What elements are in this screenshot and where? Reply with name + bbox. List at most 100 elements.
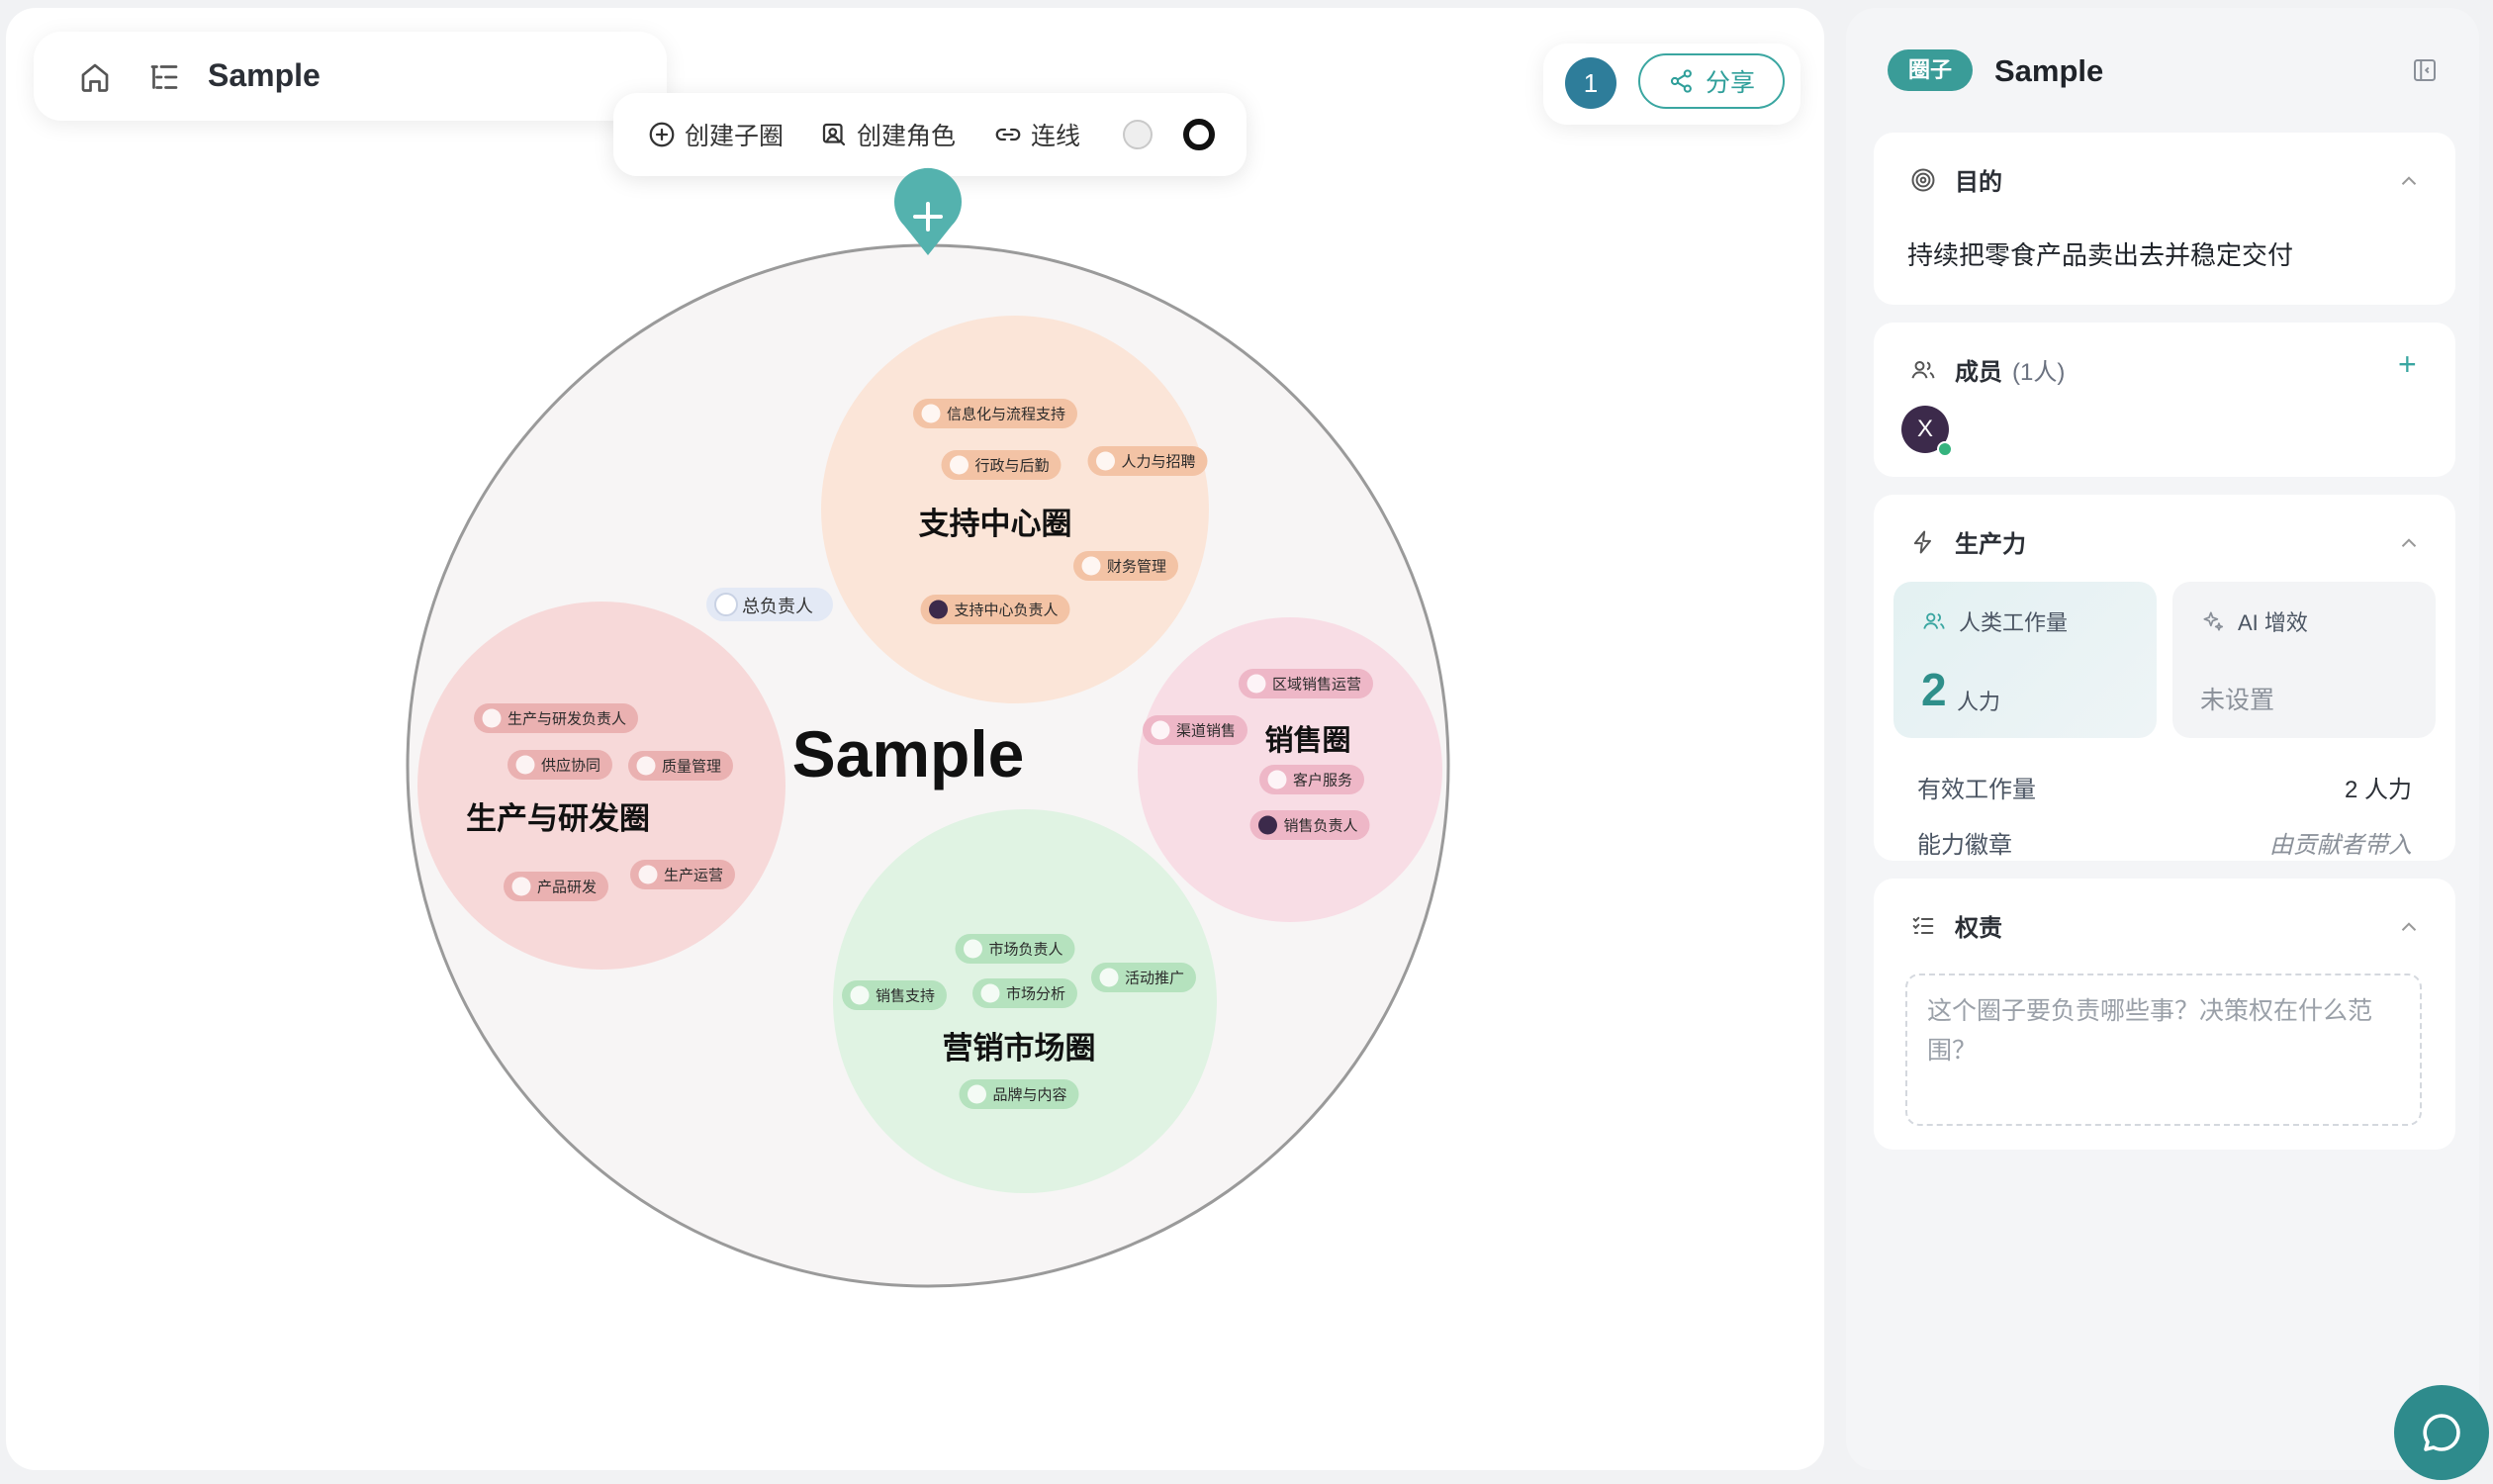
- authority-textarea[interactable]: 这个圈子要负责哪些事？决策权在什么范围？: [1905, 974, 2422, 1126]
- human-workload-value: 2: [1921, 664, 1947, 715]
- role-chip[interactable]: 财务管理: [1073, 551, 1178, 581]
- home-icon[interactable]: [77, 59, 113, 95]
- human-workload-card[interactable]: 人类工作量 2 人力: [1893, 582, 2157, 738]
- svg-text:总负责人: 总负责人: [742, 597, 813, 616]
- sub-circle-title: 支持中心圈: [919, 507, 1072, 541]
- outline-list-icon[interactable]: [146, 59, 182, 95]
- role-chip[interactable]: 活动推广: [1091, 963, 1196, 992]
- root-title: Sample: [792, 717, 1025, 790]
- purpose-heading: 目的: [1909, 162, 2002, 197]
- role-chip[interactable]: 品牌与内容: [959, 1079, 1079, 1109]
- users-icon: [1911, 360, 1935, 378]
- role-chip[interactable]: 销售负责人: [1249, 810, 1370, 840]
- role-chip-label: 市场分析: [1006, 986, 1065, 1003]
- sub-circle-title: 销售圈: [1264, 724, 1350, 757]
- users-icon: [1923, 612, 1945, 629]
- chat-button[interactable]: [2394, 1385, 2489, 1480]
- role-chip[interactable]: 信息化与流程支持: [913, 399, 1077, 428]
- role-chip-label: 质量管理: [662, 759, 721, 776]
- page-title: Sample: [208, 57, 321, 93]
- role-chip[interactable]: 生产运营: [630, 860, 735, 889]
- create-sub-circle-button[interactable]: 创建子圈: [647, 117, 784, 152]
- role-avatar: [1246, 674, 1266, 694]
- role-chip-label: 客户服务: [1293, 773, 1352, 789]
- chevron-up-icon[interactable]: [2396, 530, 2422, 556]
- members-heading: 成员 (1人): [1909, 352, 2065, 387]
- role-chip[interactable]: 市场分析: [972, 978, 1077, 1008]
- role-avatar: [980, 983, 1000, 1003]
- role-avatar: [1267, 770, 1287, 789]
- add-member-button[interactable]: +: [2398, 346, 2417, 382]
- authority-card: 权责 这个圈子要负责哪些事？决策权在什么范围？: [1874, 879, 2455, 1150]
- role-avatar: [511, 877, 531, 896]
- effective-workload-label: 有效工作量: [1917, 777, 2036, 803]
- role-chip[interactable]: 生产与研发负责人: [474, 703, 638, 733]
- role-chip-label: 产品研发: [537, 880, 597, 896]
- target-icon: [1911, 168, 1935, 191]
- panel-title: Sample: [1994, 53, 2104, 88]
- plus-circle-icon: [649, 122, 675, 147]
- role-chip-label: 财务管理: [1107, 559, 1166, 576]
- create-role-button[interactable]: 创建角色: [819, 117, 956, 152]
- purpose-card: 目的 持续把零食产品卖出去并稳定交付: [1874, 133, 2455, 305]
- role-chip[interactable]: 市场负责人: [955, 934, 1075, 964]
- role-chip-label: 销售负责人: [1284, 818, 1358, 835]
- checklist-icon: [1912, 916, 1934, 934]
- role-avatar: [638, 865, 658, 884]
- details-panel: 圈子 Sample 目的 持续把零食产品卖出去并稳定交付 成员 (1人) + X…: [1846, 8, 2479, 1470]
- capability-badge-label: 能力徽章: [1917, 832, 2012, 859]
- role-chip[interactable]: 渠道销售: [1143, 715, 1247, 745]
- role-chip-label: 供应协同: [541, 757, 600, 775]
- panel-collapse-icon[interactable]: [2410, 55, 2440, 85]
- role-chip-label: 信息化与流程支持: [947, 407, 1065, 423]
- role-chip-label: 生产运营: [664, 868, 723, 884]
- marketing-circle[interactable]: 营销市场圈市场负责人活动推广销售支持市场分析品牌与内容: [833, 809, 1217, 1193]
- connect-button[interactable]: 连线: [993, 117, 1080, 152]
- role-chip-label: 销售支持: [876, 988, 935, 1005]
- root-lead-chip[interactable]: 总负责人: [706, 588, 833, 621]
- role-chip[interactable]: 区域销售运营: [1239, 669, 1373, 698]
- productivity-heading: 生产力: [1909, 524, 2026, 559]
- purpose-text[interactable]: 持续把零食产品卖出去并稳定交付: [1907, 240, 2294, 270]
- light-color-swatch[interactable]: [1120, 117, 1155, 152]
- top-nav-bar: Sample: [34, 32, 667, 121]
- canvas[interactable]: Sample 创建子圈 创建角色 连线 1 分享 Sampl: [6, 8, 1824, 1470]
- role-chip[interactable]: 客户服务: [1259, 765, 1364, 794]
- role-chip[interactable]: 质量管理: [628, 751, 733, 781]
- role-avatar: [1099, 968, 1119, 987]
- link-icon: [995, 128, 1021, 141]
- role-chip-label: 生产与研发负责人: [508, 711, 626, 728]
- online-status-dot: [1937, 441, 1953, 457]
- role-chip[interactable]: 行政与后勤: [941, 450, 1062, 480]
- sub-circle-title: 生产与研发圈: [466, 801, 650, 836]
- add-circle-pin[interactable]: [894, 167, 963, 255]
- ai-boost-card[interactable]: AI 增效 未设置: [2172, 582, 2436, 738]
- user-square-icon: [822, 123, 846, 146]
- role-chip[interactable]: 销售支持: [842, 980, 947, 1010]
- role-chip-label: 行政与后勤: [975, 458, 1050, 475]
- role-avatar: [1081, 556, 1101, 576]
- share-icon: [1670, 69, 1692, 93]
- role-chip[interactable]: 人力与招聘: [1087, 446, 1208, 476]
- capability-badge-value: 由贡献者带入: [2269, 832, 2412, 859]
- authority-heading: 权责: [1909, 908, 2002, 943]
- chevron-up-icon[interactable]: [2396, 168, 2422, 194]
- chevron-up-icon[interactable]: [2396, 914, 2422, 940]
- role-chip[interactable]: 供应协同: [508, 750, 612, 780]
- role-avatar: [1151, 720, 1170, 740]
- role-avatar: [968, 1084, 986, 1104]
- role-chip[interactable]: 产品研发: [504, 872, 608, 901]
- role-chip[interactable]: 支持中心负责人: [920, 595, 1070, 624]
- ai-boost-value: 未设置: [2200, 687, 2275, 714]
- role-chip-label: 品牌与内容: [993, 1087, 1067, 1104]
- role-chip-label: 活动推广: [1125, 971, 1184, 987]
- role-chip-label: 支持中心负责人: [955, 603, 1059, 619]
- chat-bubble-icon: [2423, 1414, 2460, 1451]
- dark-color-swatch[interactable]: [1179, 115, 1219, 154]
- type-badge: 圈子: [1888, 49, 1973, 91]
- online-users-badge[interactable]: 1: [1565, 57, 1616, 109]
- share-button[interactable]: 分享: [1638, 53, 1785, 109]
